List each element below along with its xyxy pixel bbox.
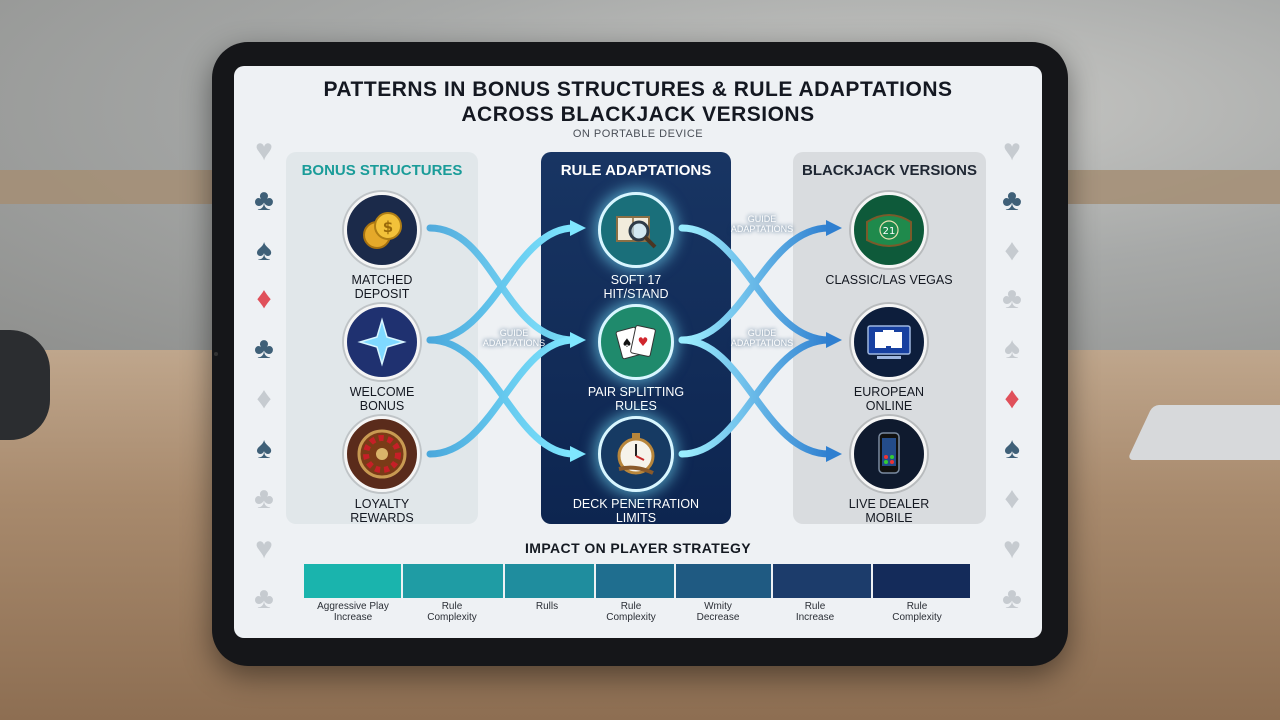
subtitle: ON PORTABLE DEVICE [572,128,704,140]
svg-text:♠: ♠ [622,336,633,350]
bonus-structures-title: BONUS STRUCTURES [301,162,463,179]
mobile-phone-icon [851,416,927,492]
diamond-suit-icon: ♦ [1004,234,1020,267]
spade-suit-icon: ♠ [256,234,272,267]
middle-to-right-arrowheads [826,220,842,462]
club-suit-icon: ♣ [254,332,274,365]
blackjack-table-21-icon: 21 [851,192,927,268]
rule-adaptations-title: RULE ADAPTATIONS [560,162,712,179]
left-to-middle-arrows [426,224,578,458]
impact-label: Rulls [535,601,559,612]
left-to-middle-arrowheads [570,220,586,462]
tablet-screen: PATTERNS IN BONUS STRUCTURES & RULE ADAP… [234,66,1042,638]
impact-segment [504,564,597,598]
impact-title: IMPACT ON PLAYER STRATEGY [525,540,751,556]
gold-coins-icon: $ [344,192,420,268]
spade-suit-icon: ♠ [1004,432,1020,465]
svg-text:21: 21 [883,226,896,237]
impact-segment [872,564,971,598]
impact-bar [304,564,971,598]
lamp-base [0,330,50,440]
club-suit-icon: ♣ [254,482,274,515]
middle-to-right-arrows [678,224,833,458]
club-suit-icon: ♣ [254,582,274,615]
svg-text:$: $ [383,218,393,236]
title-line-1: PATTERNS IN BONUS STRUCTURES & RULE ADAP… [323,78,953,101]
roulette-wheel-icon [344,416,420,492]
svg-text:♥: ♥ [638,335,649,349]
tablet-camera [214,352,218,356]
impact-segment [304,564,404,598]
title-line-2: ACROSS BLACKJACK VERSIONS [461,103,815,126]
heart-suit-icon: ♥ [1003,532,1021,565]
playing-cards-icon: ♥♠ [598,304,674,380]
diamond-suit-icon: ♦ [256,282,272,315]
laptop-corner [1127,405,1280,460]
blackjack-versions-title: BLACKJACK VERSIONS [801,162,978,179]
heart-suit-icon: ♥ [255,532,273,565]
stopwatch-icon [598,416,674,492]
star-badge-icon [344,304,420,380]
spade-suit-icon: ♠ [256,432,272,465]
diamond-suit-icon: ♦ [1004,482,1020,515]
flow-arrows [426,220,842,462]
heart-suit-icon: ♥ [255,134,273,167]
club-suit-icon: ♣ [254,184,274,217]
impact-segment [403,564,505,598]
club-suit-icon: ♣ [1002,582,1022,615]
rulebook-magnifier-icon [598,192,674,268]
impact-segment [596,564,676,598]
impact-segment [675,564,774,598]
online-cards-screen-icon [851,304,927,380]
impact-segment [773,564,873,598]
spade-suit-icon: ♠ [1004,332,1020,365]
node-classic-las-vegas: 21 CLASSIC/LAS VEGAS [814,192,964,287]
club-suit-icon: ♣ [1002,184,1022,217]
club-suit-icon: ♣ [1002,282,1022,315]
diamond-suit-icon: ♦ [1004,382,1020,415]
heart-suit-icon: ♥ [1003,134,1021,167]
diamond-suit-icon: ♦ [256,382,272,415]
